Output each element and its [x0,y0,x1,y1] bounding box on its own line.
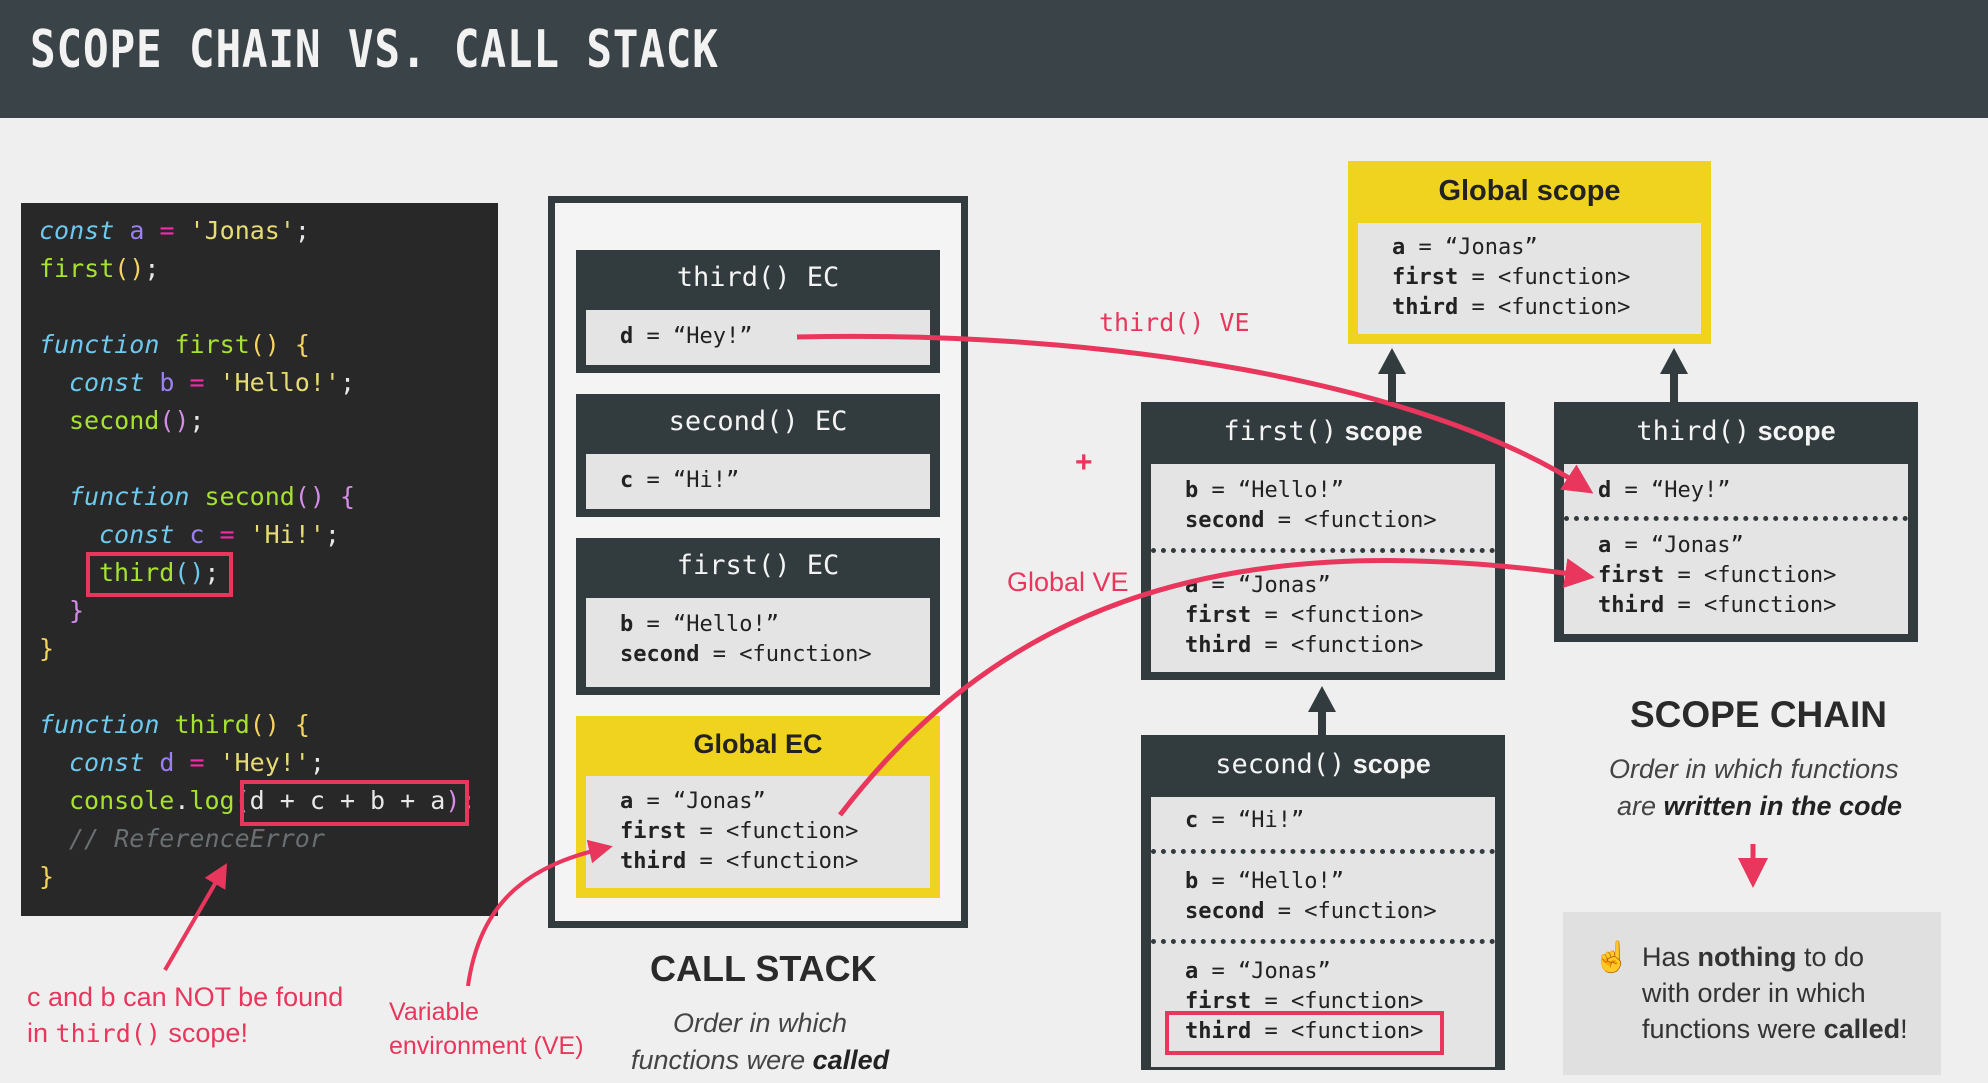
first-scope-title: first() scope [1223,416,1423,447]
global-ec-title: Global EC [693,729,823,759]
var-line: third = <function> [1598,593,1837,618]
arrow-second-to-first [1308,686,1336,736]
code-line-11: } [69,596,85,625]
slide-title: SCOPE CHAIN VS. CALL STACK [30,20,719,80]
code-line-18: } [39,862,55,891]
var-line: c = “Hi!” [1185,808,1305,833]
var-line: third = <function> [1185,1019,1424,1044]
var-line: second = <function> [1185,508,1437,533]
scope-divider [1151,939,1495,944]
highlight-third-function [1165,1011,1444,1055]
call-stack-sub2: functions were called [631,1045,890,1075]
var-line: first = <function> [1392,265,1631,290]
code-line-12: } [39,634,55,663]
ve-label-2: environment (VE) [389,1032,584,1060]
third-scope-vars: d = “Hey!” a = “Jonas” first = <function… [1564,464,1908,634]
plus-sign: + [1075,446,1093,479]
var-line: second = <function> [620,642,872,667]
var-line: a = “Jonas” [1392,235,1538,260]
global-scope-vars: a = “Jonas” first = <function> third = <… [1358,223,1701,334]
second-ec-vars: c = “Hi!” [586,454,930,509]
var-line: first = <function> [620,819,859,844]
note-line-2: with order in which [1642,978,1866,1008]
var-line: first = <function> [1185,989,1424,1014]
arrow-third-ve [796,333,1594,494]
code-line-14: function third() { [39,710,310,739]
var-line: b = “Hello!” [1185,478,1344,503]
var-line: a = “Jonas” [1598,533,1744,558]
global-scope-box: Global scope a = “Jonas” first = <functi… [1348,161,1711,344]
third-ec-box: third() EC d = “Hey!” [576,250,940,373]
call-stack-heading: CALL STACK [650,948,877,989]
highlight-third-call [86,552,233,597]
note-line-1: Has nothing to do [1642,942,1865,972]
code-line-6: second(); [69,406,205,435]
scope-chain-sub1: Order in which functions [1609,754,1899,784]
third-scope-box: third() scope d = “Hey!” a = “Jonas” fir… [1554,402,1918,642]
pointing-finger-icon: ☝ [1593,941,1631,974]
code-line-2: first(); [39,254,160,283]
var-line: first = <function> [1598,563,1837,588]
global-ec-box: Global EC a = “Jonas” first = <function>… [576,716,940,898]
code-line-17: // ReferenceError [69,824,325,853]
code-line-4: function first() { [39,330,310,359]
var-line: b = “Hello!” [620,612,779,637]
note-line-3: functions were called! [1642,1014,1908,1044]
arrow-first-to-global [1378,348,1406,402]
second-ec-box: second() EC c = “Hi!” [576,394,940,517]
var-line: second = <function> [1185,899,1437,924]
var-line: a = “Jonas” [620,789,766,814]
code-line-5: const b = 'Hello!'; [69,368,356,397]
var-line: third = <function> [1392,295,1631,320]
third-ve-label: third() VE [1099,308,1250,337]
var-line: third = <function> [1185,633,1424,658]
var-line: third = <function> [620,849,859,874]
first-scope-vars: b = “Hello!” second = <function> a = “Jo… [1151,464,1495,672]
scope-divider [1151,548,1495,553]
title-bar [0,0,1988,118]
arrow-third-to-global [1660,348,1688,402]
code-panel: const a = 'Jonas'; first(); function fir… [21,203,498,916]
cb-note-1: c and b can NOT be found [27,982,344,1012]
var-line: first = <function> [1185,603,1424,628]
scope-chain-sub2: are written in the code [1617,791,1903,821]
var-line: c = “Hi!” [620,468,740,493]
second-ec-title: second() EC [668,406,848,437]
var-line: d = “Hey!” [620,324,753,349]
first-ec-box: first() EC b = “Hello!” second = <functi… [576,538,940,695]
global-ec-vars: a = “Jonas” first = <function> third = <… [586,776,930,888]
global-scope-title: Global scope [1438,175,1621,207]
arrow-reference-error [163,863,228,972]
var-line: a = “Jonas” [1185,959,1331,984]
second-scope-title: second() scope [1215,749,1431,780]
code-line-9: const c = 'Hi!'; [99,520,340,549]
code-line-8: function second() { [69,482,356,511]
code-line-1: const a = 'Jonas'; [39,216,310,245]
first-ec-title: first() EC [676,550,840,581]
third-ec-title: third() EC [676,262,840,293]
var-line: b = “Hello!” [1185,869,1344,894]
scope-chain-heading: SCOPE CHAIN [1630,694,1887,735]
scope-chain-note: ☝ Has nothing to do with order in which … [1563,912,1941,1075]
scope-divider [1151,849,1495,854]
cb-note-2: in third() scope! [27,1018,248,1048]
call-stack-sub1: Order in which [673,1008,848,1038]
second-scope-vars: c = “Hi!” b = “Hello!” second = <functio… [1151,797,1495,1067]
code-line-15: const d = 'Hey!'; [69,748,325,777]
first-scope-box: first() scope b = “Hello!” second = <fun… [1141,402,1505,680]
global-ve-label: Global VE [1007,567,1129,597]
third-scope-title: third() scope [1636,416,1836,447]
first-ec-vars: b = “Hello!” second = <function> [586,598,930,687]
scope-divider [1564,516,1908,521]
highlight-log-args [240,780,469,826]
arrow-global-ve [838,558,1595,817]
code-line-10: third(); [99,558,220,587]
ve-label-1: Variable [389,998,479,1026]
var-line: d = “Hey!” [1598,478,1731,503]
second-scope-box: second() scope c = “Hi!” b = “Hello!” se… [1141,735,1505,1070]
arrow-variable-env [466,839,613,987]
